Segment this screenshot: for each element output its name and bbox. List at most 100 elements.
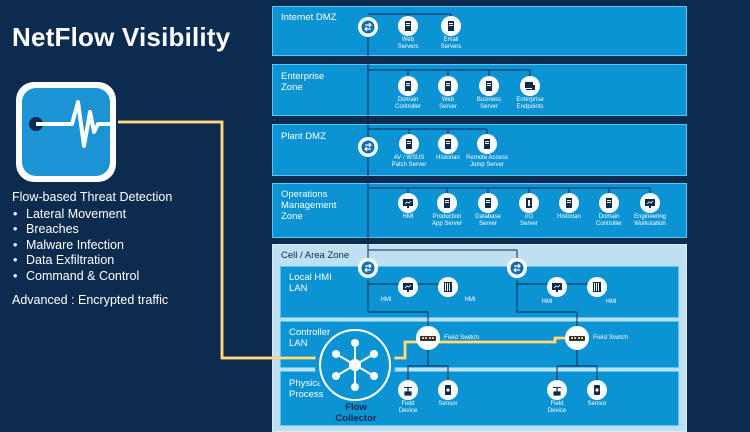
device-label: Sensor [587,401,607,407]
monitor-icon [398,193,418,213]
flow-collector-label: Flow Collector [335,402,377,424]
server-icon [478,193,498,213]
device-hmi-panel: HMI [418,277,478,303]
server-icon [398,16,418,36]
device-hmi-monitor: HMI [378,277,438,303]
device-label: Web Server [439,97,457,110]
device-label: Production App Server [431,214,462,227]
netflow-pulse-icon [14,80,118,184]
device-label: Business Server [476,97,502,110]
field-switch-label: Field Switch [593,334,629,341]
list-item: Command & Control [12,269,172,285]
monitor-icon [547,277,567,297]
hmi-panel-icon [587,277,607,297]
device-io-server: I/O Server [499,193,559,227]
switch-icon [416,326,440,350]
device-database: Database Server [458,193,518,227]
device-label: Enterprise Endpoints [516,97,544,110]
server-icon [479,76,499,96]
device-label: Domain Controller [394,97,421,110]
server-icon [559,193,579,213]
sensor-icon [438,380,458,400]
endpoint-icon [520,76,540,96]
router-icon [358,137,378,157]
server-icon [438,134,458,154]
server-icon [441,16,461,36]
page-title: NetFlow Visibility [12,22,231,52]
feature-heading: Flow-based Threat Detection [12,190,173,204]
zone-label-internet-dmz: Internet DMZ [281,12,337,23]
device-remote-access: Remote Access Jump Server [457,134,517,168]
field-switch-label: Field Switch [444,334,480,341]
server-icon [399,134,419,154]
device-hmi-panel-2: HMI [567,277,627,305]
zone-label-cell: Cell / Area Zone [281,250,350,261]
list-item: Data Exfiltration [12,253,172,269]
feature-list: Flow-based Threat Detection Lateral Move… [12,190,172,309]
device-enterprise-endpoints: Enterprise Endpoints [500,76,560,110]
device-label: Sensor [438,401,458,407]
threat-list: Lateral Movement Breaches Malware Infect… [12,207,172,285]
device-label: Web Servers [397,37,419,50]
list-item: Breaches [12,222,172,238]
device-label: HMI [380,297,392,303]
zone-label-plant-dmz: Plant DMZ [281,131,326,142]
flow-collector-hub-icon [315,325,395,405]
device-label: Field Device [547,401,567,414]
device-label: Field Device [398,401,418,414]
device-sensor-2: Sensor [567,380,627,408]
device-historian: Historian [418,134,478,162]
valve-icon [398,380,418,400]
monitor-icon [640,193,660,213]
device-domain-controller: Domain Controller [378,76,438,110]
zone-local-hmi: Local HMI LAN [280,266,679,318]
device-label: Remote Access Jump Server [466,155,508,168]
server-icon [599,193,619,213]
router-icon [358,17,378,37]
device-label: Historian [436,155,460,161]
server-icon [438,76,458,96]
device-av-wsus: AV / WSUS Patch Server [379,134,439,168]
device-label: Engineering Workstation [633,214,667,227]
server-icon [477,134,497,154]
device-ops-historian: Historian [539,193,599,221]
device-label: HMI [541,299,553,305]
device-label: Database Server [475,214,501,227]
device-email-servers: Email Servers [421,16,481,50]
device-label: HMI [402,214,414,220]
device-field-device-2: Field Device [527,380,587,414]
device-sensor: Sensor [418,380,478,408]
router-icon [507,258,527,278]
hmi-panel-icon [438,277,458,297]
zone-label-local-hmi: Local HMI LAN [289,272,332,294]
device-web-servers: Web Servers [378,16,438,50]
device-hmi-monitor-2: HMI [527,277,587,305]
switch-icon [565,326,589,350]
router-icon [358,258,378,278]
advanced-note: Advanced : Encrypted traffic [12,293,169,307]
device-production-app: Production App Server [417,193,477,227]
device-engineering-workstation: Engineering Workstation [620,193,680,227]
zone-label-physical: Physical Process [289,378,325,400]
device-web-server: Web Server [418,76,478,110]
zone-label-operations: Operations Management Zone [281,189,337,222]
server-icon [398,76,418,96]
device-label: AV / WSUS Patch Server [391,155,427,168]
list-item: Lateral Movement [12,207,172,223]
server-icon [437,193,457,213]
sensor-icon [587,380,607,400]
device-label: Historian [557,214,581,220]
device-label: Email Servers [440,37,462,50]
device-field-device: Field Device [378,380,438,414]
device-business-server: Business Server [459,76,519,110]
device-label: HMI [464,297,476,303]
io-server-icon [519,193,539,213]
zone-label-enterprise: Enterprise Zone [281,71,325,93]
monitor-icon [398,277,418,297]
device-label: HMI [605,299,617,305]
list-item: Malware Infection [12,238,172,254]
device-label: Domain Controller [595,214,622,227]
valve-icon [547,380,567,400]
zone-internet-dmz: Internet DMZ [272,6,687,56]
device-label: I/O Server [520,214,538,227]
